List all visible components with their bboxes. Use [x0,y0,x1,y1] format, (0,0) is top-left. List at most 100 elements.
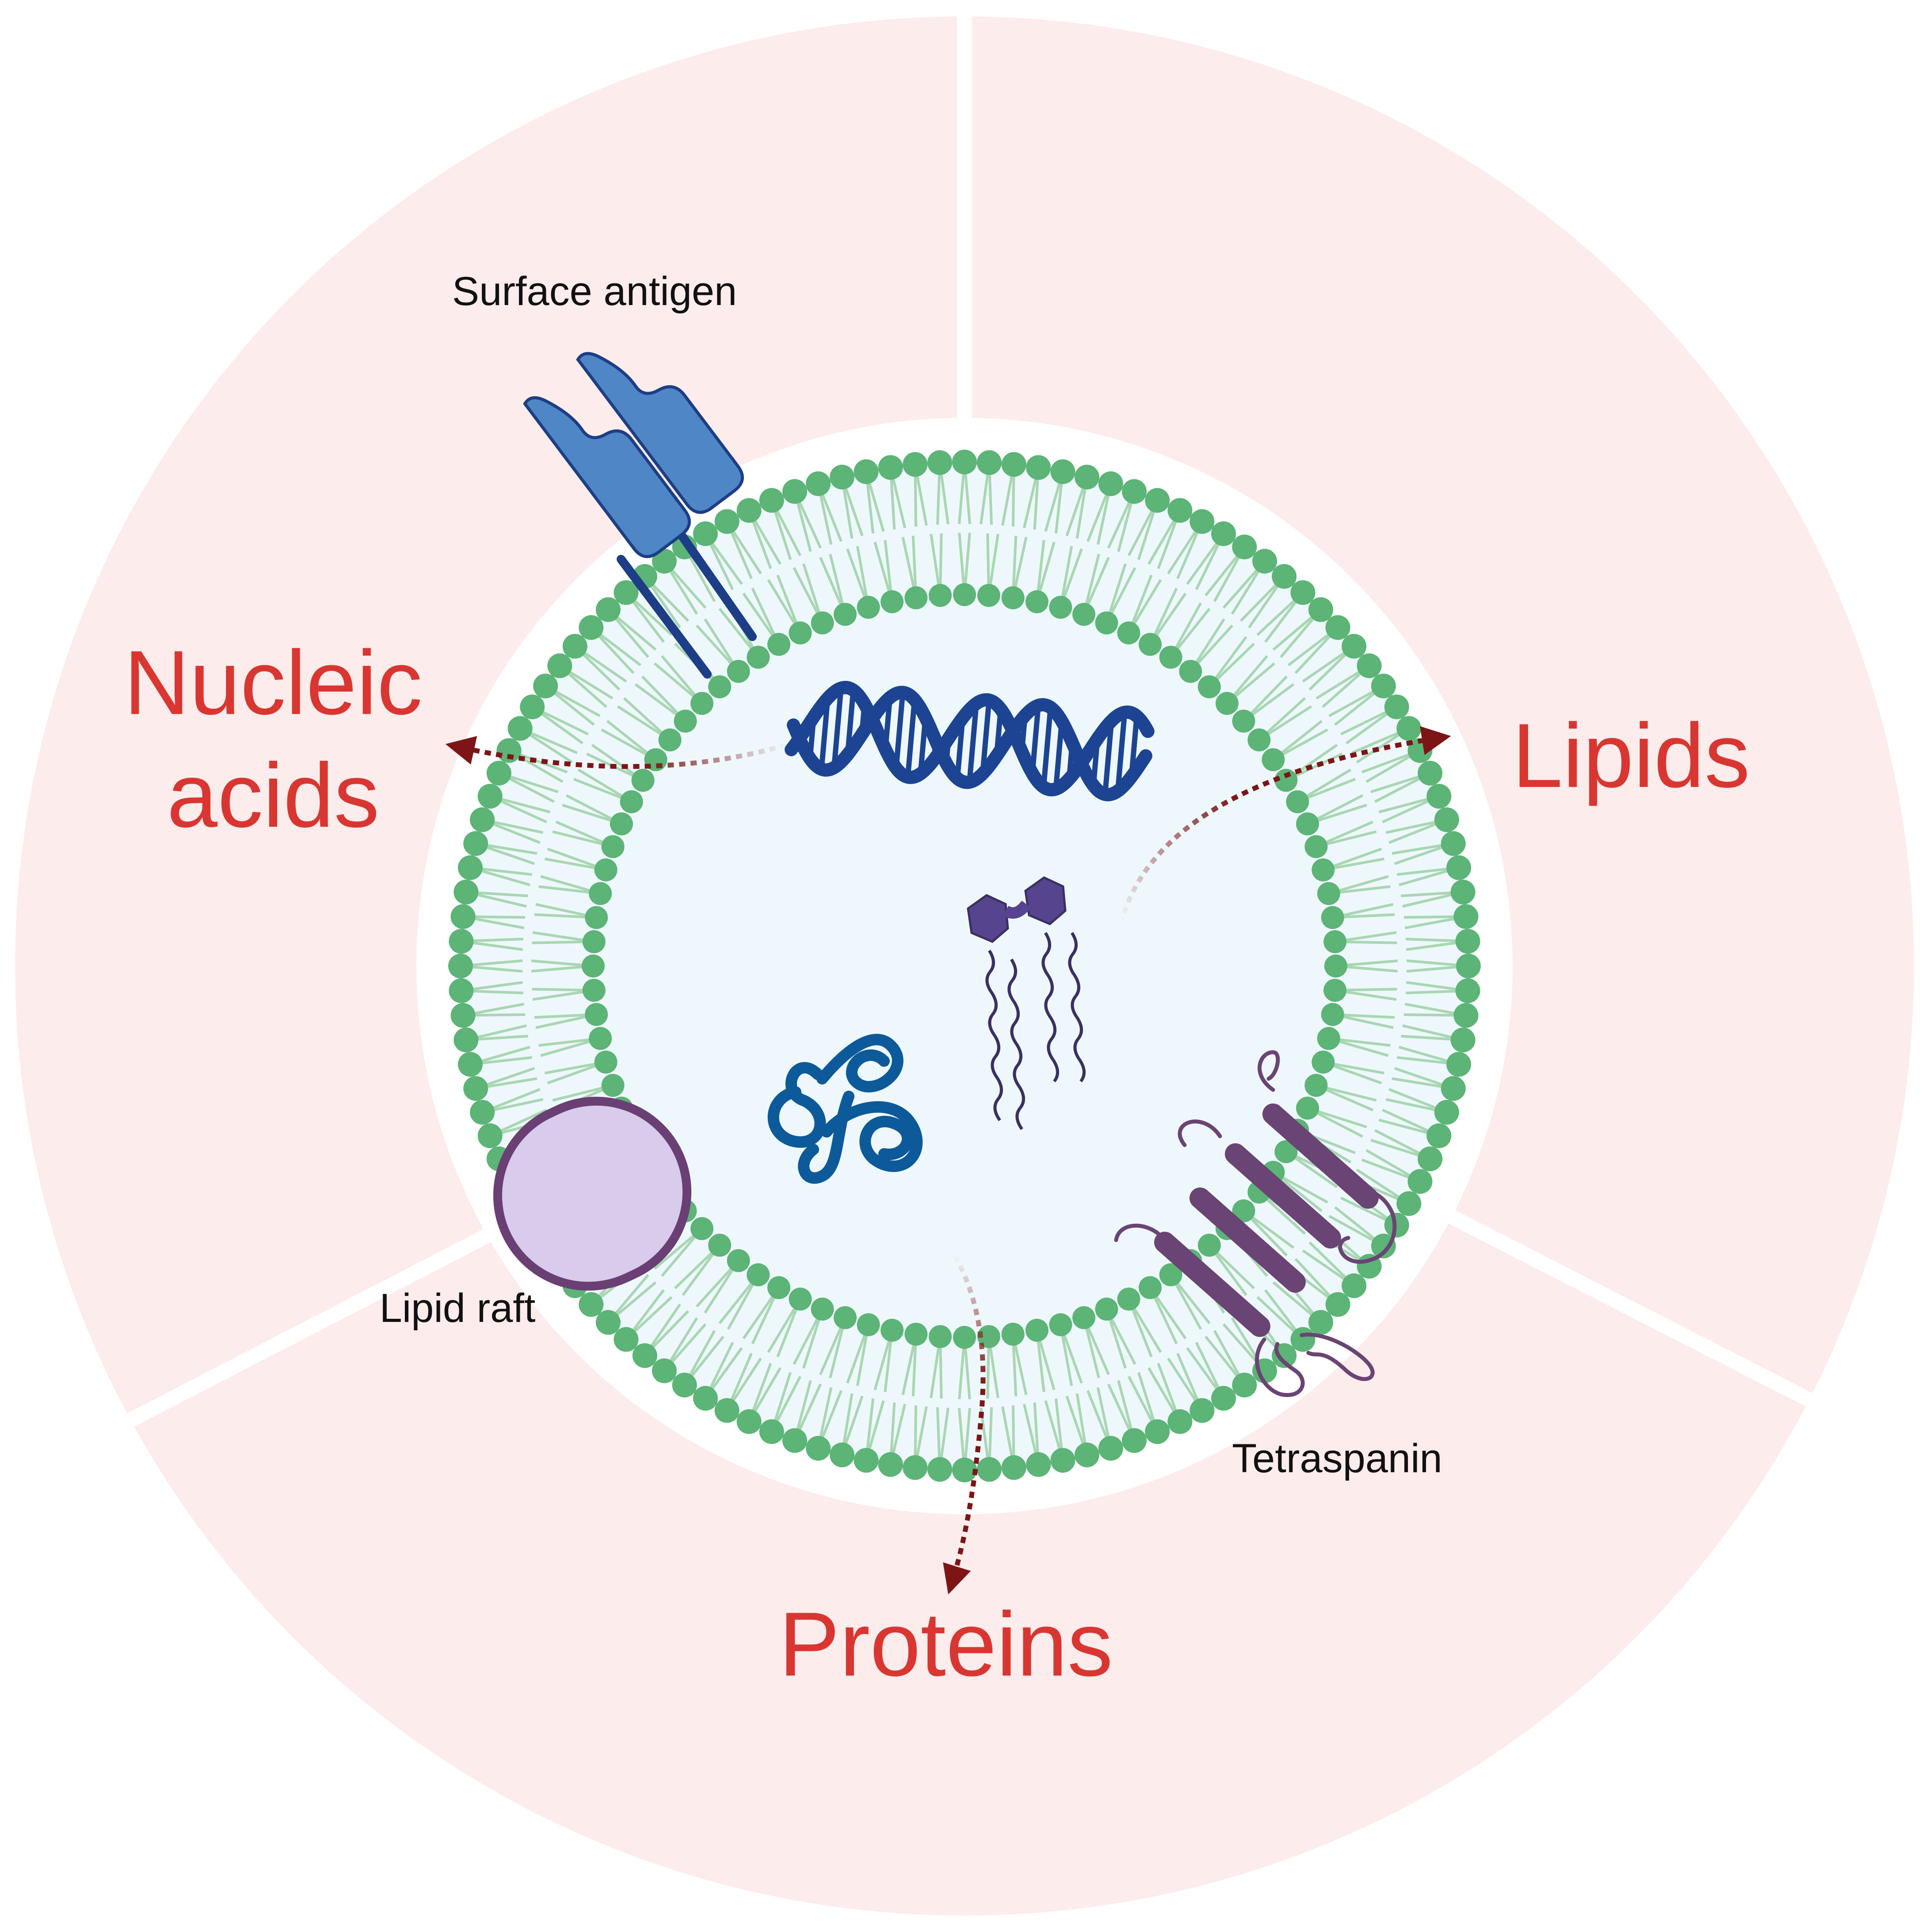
lipid-head [520,694,545,719]
lipid-head [1426,783,1452,809]
lipid-head [457,1052,483,1077]
lipid-head [1324,955,1347,977]
lipid-head [449,978,474,1003]
surface-antigen-icon [523,352,757,679]
lipid-head [457,855,483,880]
lipid-head [496,738,522,763]
lipid-head [929,1325,952,1348]
dna-rung [831,685,844,771]
lipid-molecule-icon [967,876,1086,1130]
lipid-head [1211,1386,1236,1411]
lipid-head [690,1217,714,1240]
lumen-core [589,590,1340,1342]
lipid-head [1001,1322,1025,1346]
lipid-head [1450,879,1475,905]
lipid-head [759,1419,784,1444]
lipid-head [1159,645,1182,669]
lipid-head [1323,978,1347,1002]
component-labels: Surface antigen Lipid raft Tetraspanin [380,269,1442,1481]
lipid-head [1074,1442,1099,1467]
nucleic-acids-label-line2: acids [167,745,380,846]
lipid-head [857,596,880,619]
lipid-head [582,930,606,954]
lipid-head [881,1318,904,1342]
lipid-head [927,450,953,475]
lipid-head [1453,1003,1479,1028]
lipid-head [589,882,612,905]
lipid-head [1342,1273,1367,1298]
dna-rung [1115,710,1128,794]
sector-divider-right [1437,1204,1825,1413]
lipid-head [1274,769,1298,792]
lipid-head [1001,1455,1026,1480]
lipid-head [1396,1191,1422,1216]
lipid-head [1095,611,1118,634]
lipid-head [582,955,605,977]
lipid-head [1139,633,1162,656]
lipid-head [782,479,807,504]
lipid-head [736,1409,762,1434]
lipid-head [927,1457,953,1482]
lipid-head [1426,1123,1452,1149]
lipid-head [952,450,977,474]
lipid-head [610,812,633,836]
lipid-head [463,831,488,856]
lipid-head [1407,1169,1433,1194]
lipid-head [632,1343,657,1368]
lipid-head [533,673,558,699]
lipid-head [1247,728,1271,752]
lipid-head [1117,621,1140,645]
dna-rung [967,701,979,785]
lipid-head [1122,1428,1147,1453]
lipid-head [1357,653,1382,678]
lipid-head [1262,748,1285,771]
lipid-head [693,1386,718,1411]
lipid-head [1290,580,1315,605]
lipid-head [672,1372,697,1397]
lipid-head [579,615,604,640]
lipid-head [854,1448,879,1473]
lipid-head [904,586,928,610]
lipid-head [477,783,503,809]
lipid-head [708,1233,732,1257]
lipid-head [1232,1199,1255,1222]
lipid-head [929,584,952,607]
lipid-head [1308,1310,1334,1335]
lipid-head [1323,930,1347,954]
lipid-head [1145,1419,1170,1444]
lipid-head [736,498,762,523]
lipid-head [1145,488,1170,513]
lipid-head [1159,1263,1182,1287]
lipid-head [585,906,608,929]
lipid-head [708,675,732,699]
lipid-head [1321,906,1344,929]
lipid-head [1308,597,1334,622]
lipid-head [782,1428,807,1453]
lipid-head [1001,586,1025,610]
lipid-head [1167,498,1193,523]
lipid-head [1189,509,1215,534]
lipid-head [450,904,476,929]
lipid-head [449,929,474,954]
lipid-head [1001,452,1026,477]
lipid-head [1072,603,1096,626]
lipid-head [582,978,606,1002]
dna-rung [980,697,992,776]
lipid-head [454,1027,479,1053]
lipid-head [1117,1287,1140,1311]
lipids-label: Lipids [1512,705,1750,806]
lipid-head [1197,1233,1221,1257]
lipid-head [767,633,790,656]
lipid-head [1455,929,1480,954]
lipid-head [1450,1027,1475,1053]
lipid-head [595,1310,621,1335]
lipid-head [589,1027,612,1050]
lipid-head [470,807,495,832]
lipid-head [1232,1372,1257,1397]
lipid-head [1286,790,1309,813]
lipid-head [1384,694,1409,719]
lipid-head [1098,1436,1123,1461]
lipid-head [1189,1398,1215,1423]
